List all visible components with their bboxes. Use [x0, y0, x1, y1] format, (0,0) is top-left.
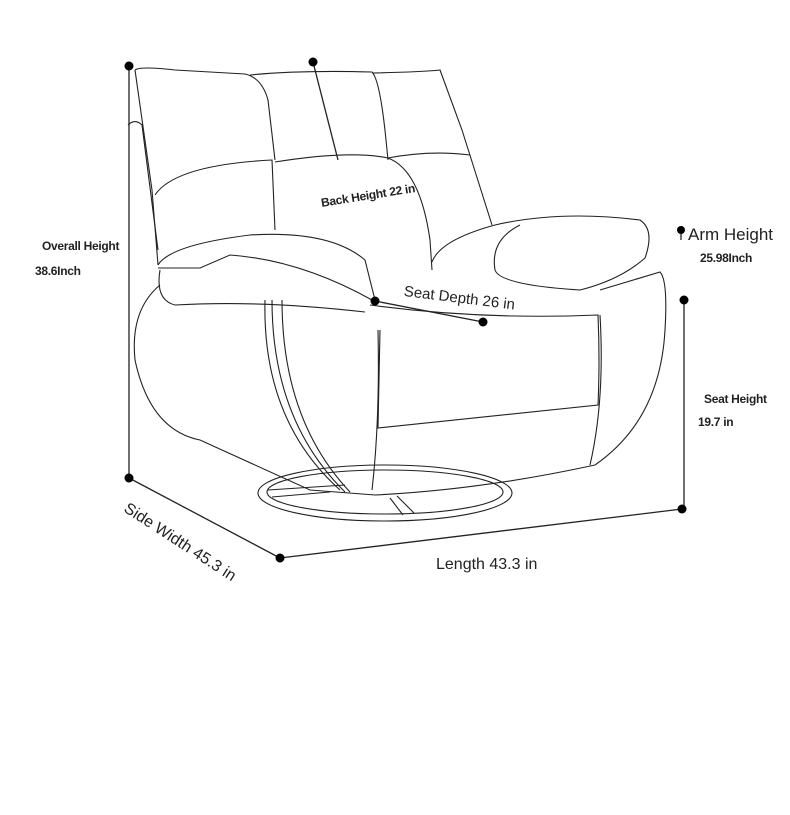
swivel-base	[257, 464, 513, 522]
swivel-base-inner	[266, 469, 504, 515]
dimension-lines	[128, 61, 685, 559]
left-arm	[157, 233, 376, 313]
base-spoke	[267, 484, 415, 516]
overall-height-label: Overall Height	[42, 239, 120, 253]
overall-height-value: 38.6Inch	[35, 264, 81, 278]
right-arm	[431, 215, 667, 466]
seat-height-value: 19.7 in	[698, 415, 734, 429]
chair-body	[133, 284, 596, 496]
arm-height-label: Arm Height	[688, 225, 774, 244]
length-label: Length 43.3 in	[436, 556, 538, 573]
chair-back	[134, 67, 493, 266]
seat-cushion	[369, 304, 602, 491]
chair-back-cushions	[127, 120, 471, 271]
arm-height-value: 25.98Inch	[700, 251, 752, 265]
dimension-endpoints	[124, 57, 689, 563]
seat-height-label: Seat Height	[704, 392, 767, 406]
